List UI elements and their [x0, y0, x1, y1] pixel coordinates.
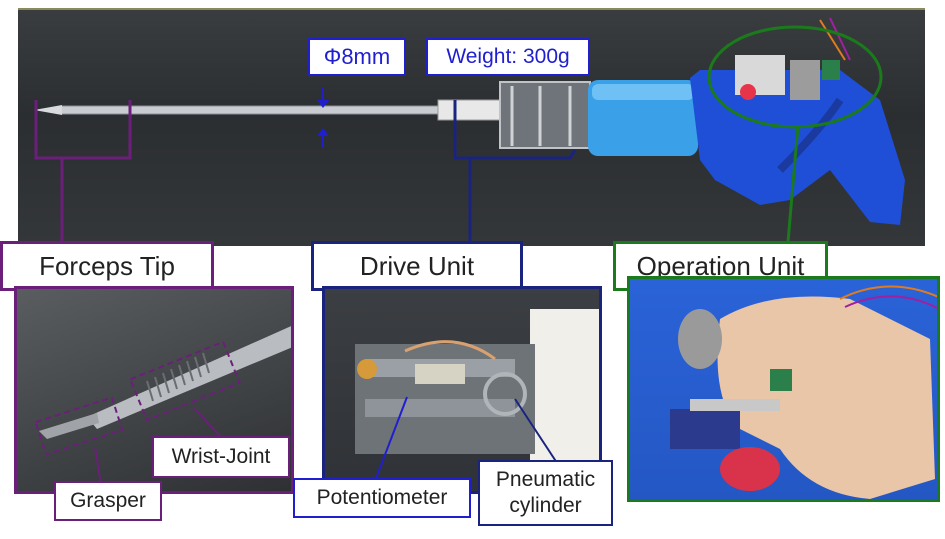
grasper-dashed-box — [34, 396, 124, 456]
weight-label: Weight: 300g — [426, 38, 590, 76]
drive-unit-title: Drive Unit — [311, 241, 523, 291]
hand-shape — [717, 296, 935, 499]
forceps-tip-bracket — [34, 100, 132, 242]
operation-unit-highlight — [707, 25, 883, 129]
potentiometer-label: Potentiometer — [293, 478, 471, 518]
forceps-tip-closeup — [34, 326, 291, 486]
wrist-joint-coils — [146, 352, 210, 402]
photo-top-line — [18, 8, 925, 10]
pneumatic-cylinder-label: Pneumatic cylinder — [478, 460, 613, 526]
operation-unit-connector — [786, 124, 800, 243]
diameter-label: Φ8mm — [308, 38, 406, 76]
forceps-tip-shape — [34, 105, 62, 115]
grasper-label: Grasper — [54, 481, 162, 521]
operation-unit-photo — [627, 276, 940, 502]
drive-unit-photo — [322, 286, 602, 494]
pneumatic-cylinder-line2: cylinder — [509, 494, 582, 517]
drive-unit-closeup — [355, 309, 599, 482]
pneumatic-cylinder-line1: Pneumatic — [495, 467, 596, 491]
wrist-joint-label: Wrist-Joint — [152, 436, 290, 478]
forceps-tip-title: Forceps Tip — [0, 241, 214, 291]
operation-unit-closeup — [670, 285, 937, 499]
shaft-collar — [437, 99, 501, 121]
forceps-shaft — [59, 105, 441, 115]
drive-unit-bracket — [453, 100, 577, 242]
